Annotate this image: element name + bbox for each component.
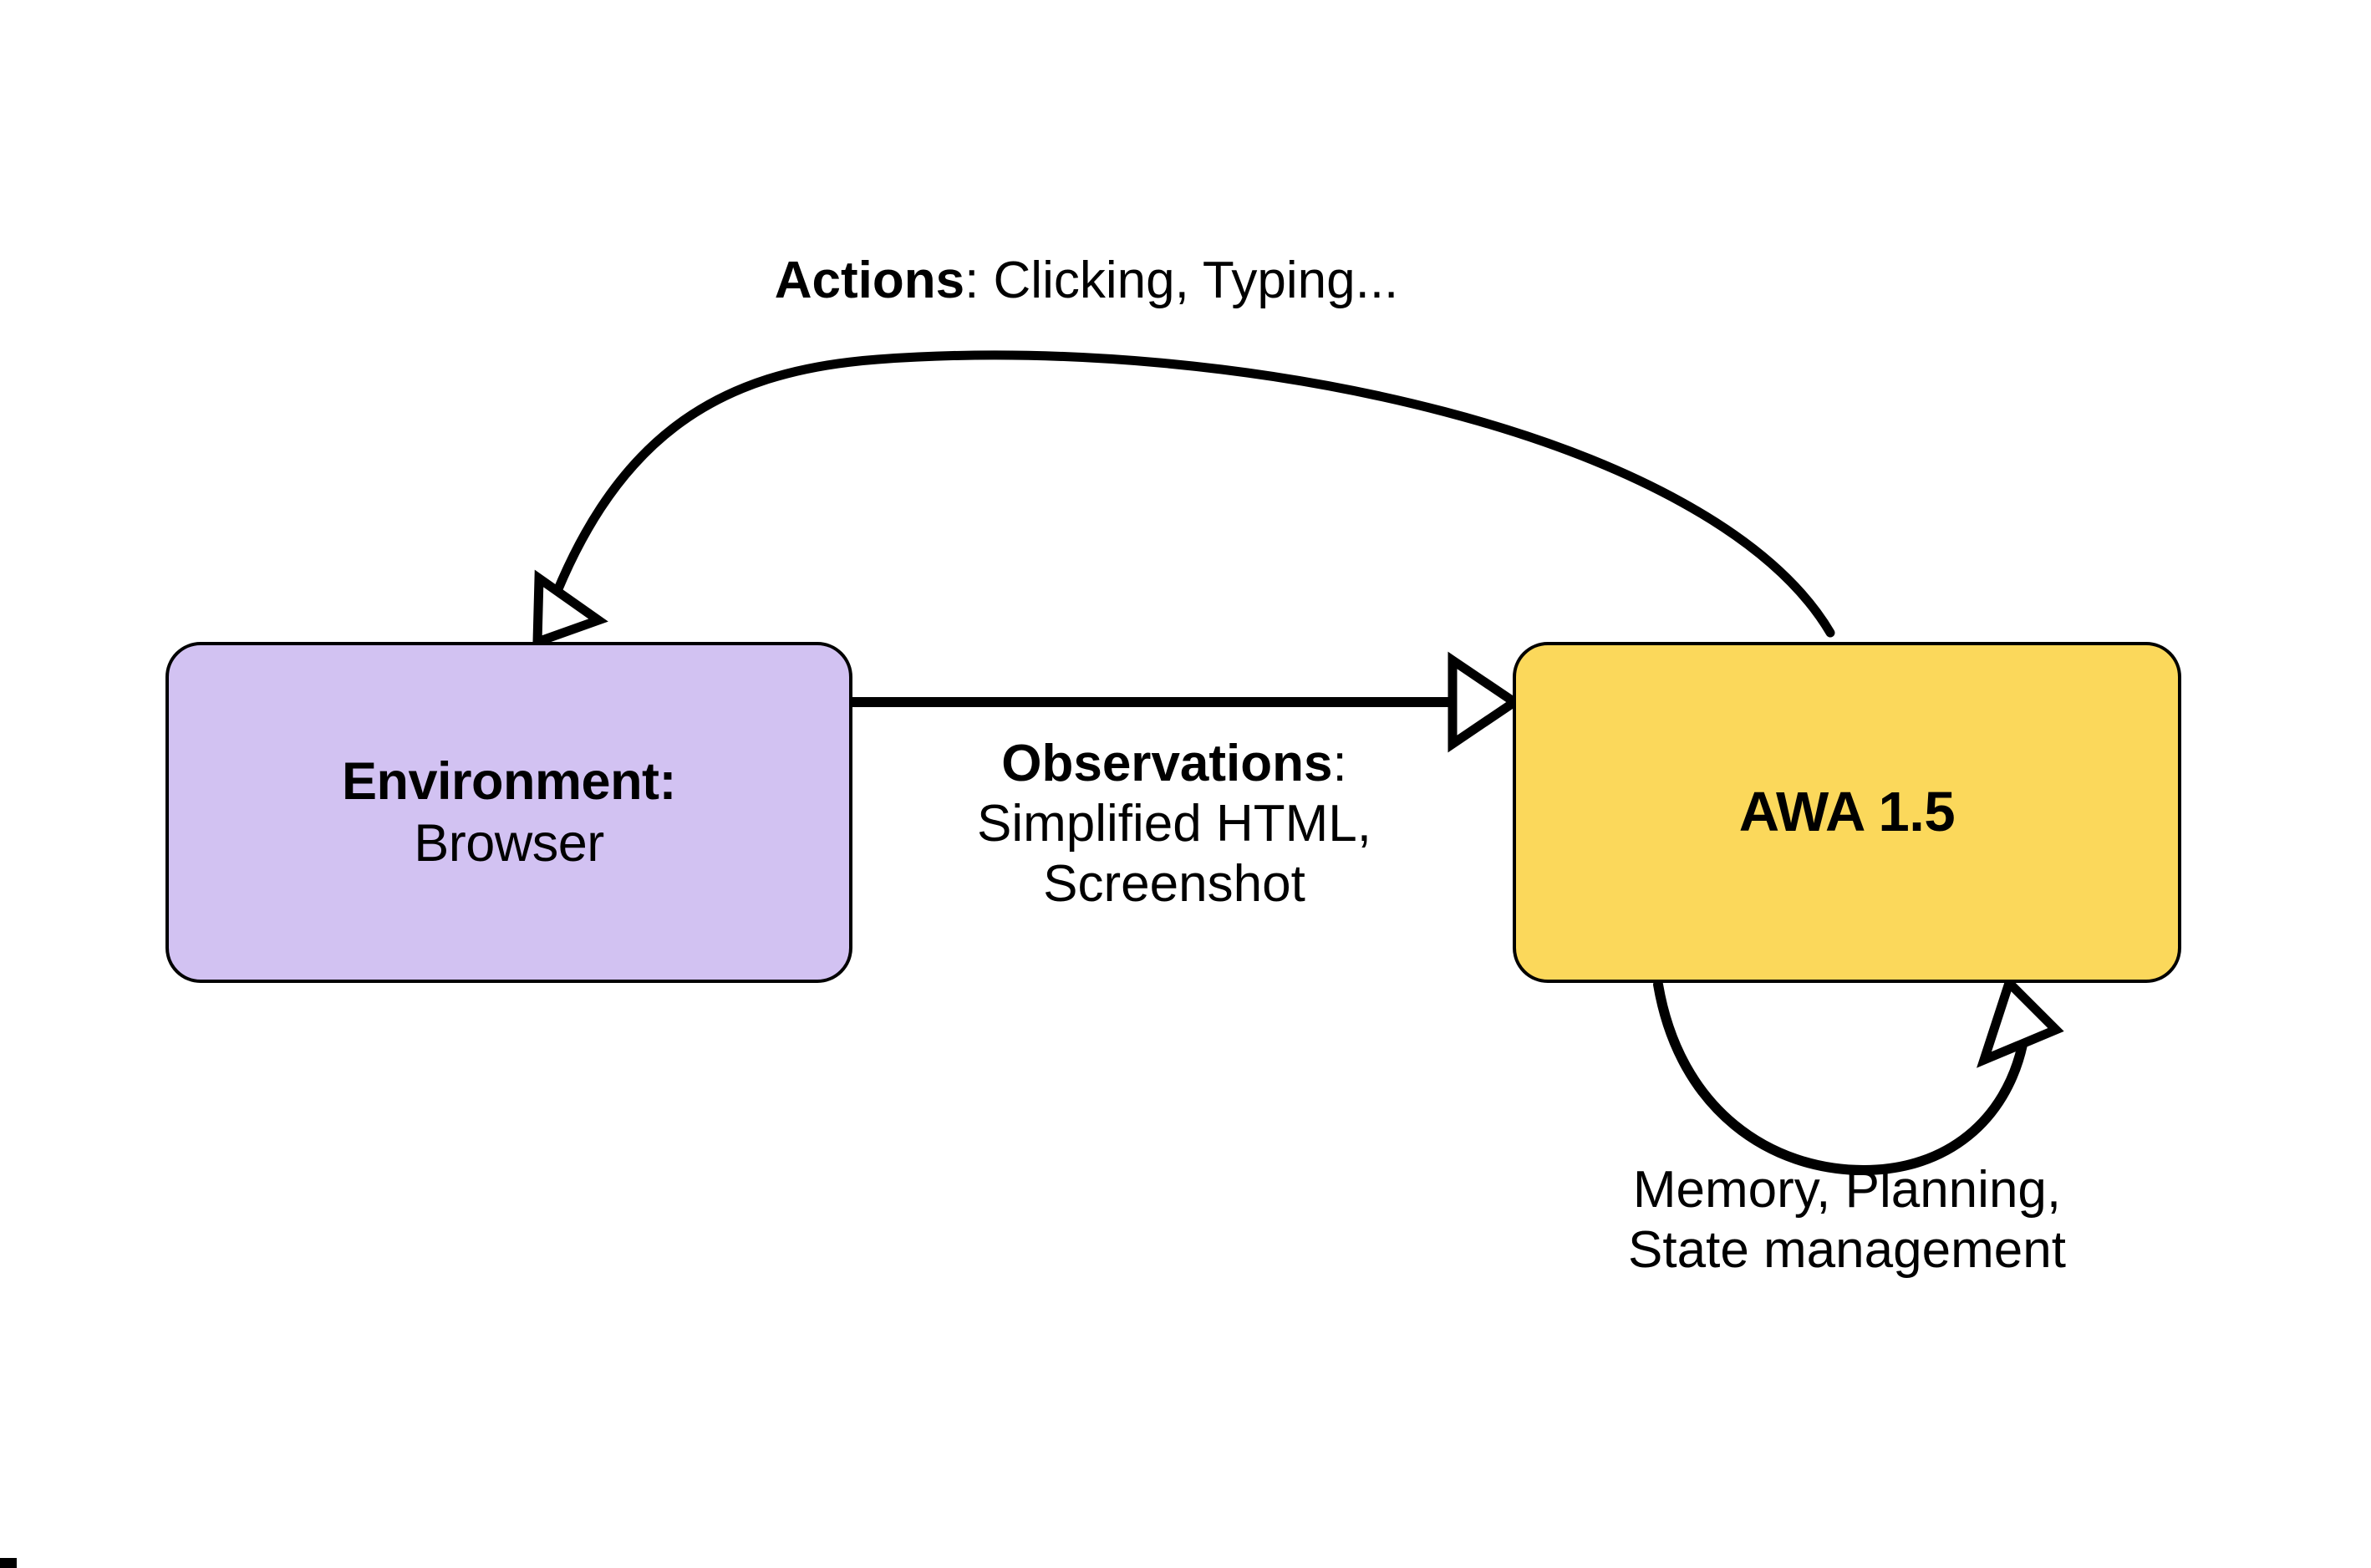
edge-observations-arrowhead-icon (1448, 651, 1523, 753)
edge-actions-path (537, 350, 1835, 638)
edge-label-self-loop-line2: State management (1628, 1220, 2066, 1279)
edge-label-observations-bold: Observations (1001, 735, 1333, 792)
edge-label-observations-line2: Simplified HTML, (977, 794, 1371, 853)
edge-label-actions-rest: : Clicking, Typing... (964, 252, 1399, 309)
edge-label-actions: Actions: Clicking, Typing... (585, 251, 1588, 311)
corner-artifact (0, 1558, 17, 1568)
edge-label-self-loop-line1: Memory, Planning, (1632, 1161, 2062, 1219)
node-environment[interactable]: Environment: Browser (165, 642, 852, 983)
node-agent[interactable]: AWA 1.5 (1513, 642, 2181, 983)
edge-observations (852, 651, 1523, 753)
edge-actions (532, 350, 1835, 649)
edge-label-observations-colon: : (1332, 735, 1347, 792)
node-agent-title: AWA 1.5 (1738, 781, 1956, 844)
edge-actions-arrowhead-icon (532, 569, 608, 649)
node-environment-subtitle: Browser (414, 814, 604, 873)
edge-label-observations: Observations: Simplified HTML, Screensho… (857, 734, 1492, 914)
edge-label-actions-bold: Actions (774, 252, 965, 309)
edge-label-self-loop: Memory, Planning, State management (1513, 1160, 2181, 1280)
node-environment-title: Environment: (341, 751, 677, 811)
edge-self-loop-path (1653, 980, 2028, 1176)
edge-self-loop (1653, 974, 2064, 1176)
edge-label-observations-line3: Screenshot (1043, 854, 1305, 913)
edge-label-observations-line1: Observations: (857, 734, 1492, 794)
edge-self-loop-arrowhead-icon (1977, 974, 2064, 1068)
